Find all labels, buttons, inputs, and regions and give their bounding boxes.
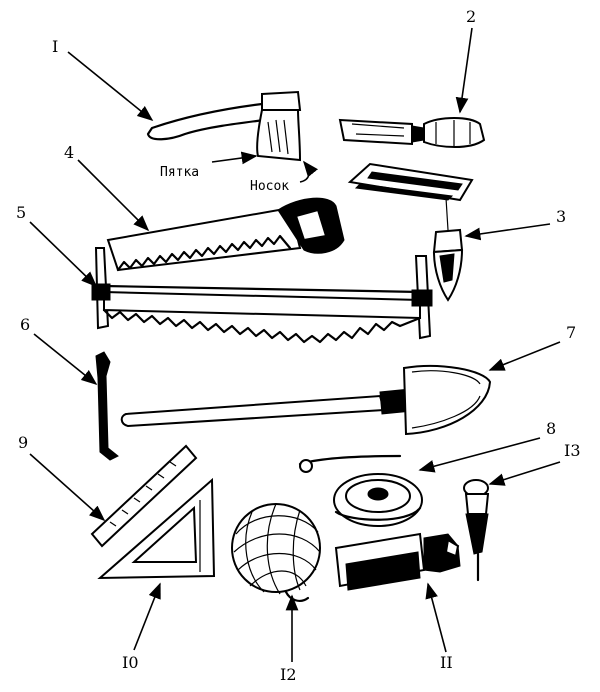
label-set-square: I0 (122, 653, 139, 672)
label-cord-reel: II (440, 653, 453, 672)
tape-measure-drawing (298, 454, 423, 527)
chisel-drawing (338, 117, 486, 148)
cord-reel-drawing (334, 532, 461, 591)
handsaw-drawing (106, 197, 345, 272)
axe-drawing (146, 90, 302, 162)
label-twine-ball: I2 (280, 665, 297, 684)
label-bracket: 6 (20, 315, 30, 334)
plumb-reel-drawing (347, 162, 474, 231)
twine-ball-drawing (231, 503, 321, 602)
label-shovel: 7 (566, 323, 576, 342)
annotation-heel: Пятка (160, 165, 199, 180)
shovel-drawing (120, 365, 492, 436)
label-chisel: 2 (466, 7, 476, 26)
set-square-drawing (97, 477, 216, 580)
bracket-drawing (95, 351, 119, 461)
label-axe: I (52, 37, 58, 56)
label-tape-measure: 8 (546, 419, 556, 438)
annotation-toe: Носок (250, 179, 289, 194)
ruler-drawing (90, 444, 198, 548)
frame-saw-drawing (91, 247, 433, 344)
label-ruler: 9 (18, 433, 28, 452)
awl-drawing (463, 479, 490, 582)
label-plumb-bob: 3 (556, 207, 566, 226)
label-awl: I3 (564, 441, 581, 460)
plumb-bob-drawing (432, 228, 464, 302)
label-frame-saw: 5 (16, 203, 26, 222)
label-handsaw: 4 (64, 143, 74, 162)
